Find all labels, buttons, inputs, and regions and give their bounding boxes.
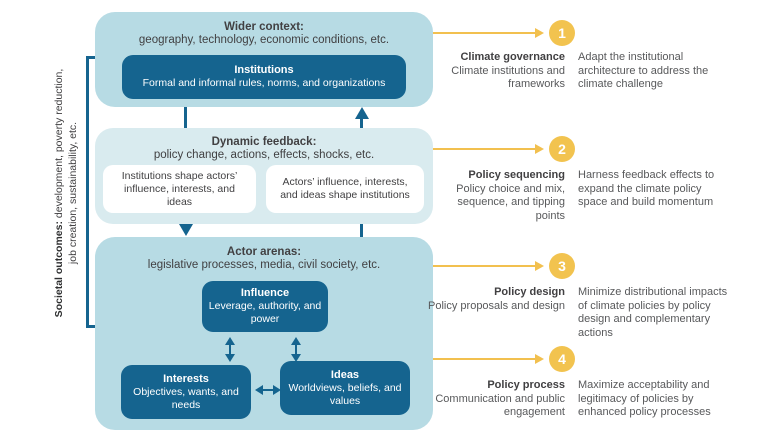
legend-title-3-heading: Policy design: [494, 286, 565, 298]
societal-outcomes-bold: Societal outcomes:: [53, 221, 65, 318]
societal-outcomes-label: Societal outcomes: development, poverty …: [52, 43, 80, 343]
wider-context-subtitle: geography, technology, economic conditio…: [138, 34, 390, 46]
influence-ideas-arrow-shaft: [295, 343, 297, 355]
legend-title-3-subtitle: Policy proposals and design: [428, 299, 565, 312]
dynamic-feedback-subtitle: policy change, actions, effects, shocks,…: [153, 149, 375, 161]
ideas-title: Ideas: [330, 368, 360, 381]
legend-circle-3: 3: [549, 253, 575, 279]
legend-circle-2: 2: [549, 136, 575, 162]
up-arrow-head: [355, 107, 369, 119]
legend-title-2: Policy sequencing Policy choice and mix,…: [425, 169, 565, 223]
dynamic-feedback-title: Dynamic feedback:: [211, 136, 317, 148]
legend-title-1-heading: Climate governance: [460, 51, 565, 63]
influence-title: Influence: [240, 287, 290, 299]
legend-description-1: Adapt the institutional architecture to …: [578, 51, 709, 90]
legend-circle-4: 4: [549, 346, 575, 372]
legend-arrow-1-head: [535, 28, 544, 38]
legend-arrow-4-head: [535, 354, 544, 364]
influence-subtitle: Leverage, authority, and power: [208, 300, 322, 325]
influence-ideas-arrow-head: [291, 354, 301, 362]
legend-arrow-3: [433, 265, 535, 267]
ideas-subtitle: Worldviews, beliefs, and values: [288, 381, 402, 407]
legend-title-2-subtitle: Policy choice and mix, sequence, and tip…: [456, 182, 565, 222]
interests-ideas-arrow-head: [273, 385, 281, 395]
institutions-subtitle: Formal and informal rules, norms, and or…: [142, 77, 386, 89]
legend-arrow-3-head: [535, 261, 544, 271]
interests-subtitle: Objectives, wants, and needs: [133, 385, 239, 411]
legend-title-4-subtitle: Communication and public engagement: [435, 392, 565, 419]
influence-interests-arrow-shaft: [229, 343, 231, 355]
legend-arrow-2-head: [535, 144, 544, 154]
legend-arrow-1: [433, 32, 535, 34]
legend-circle-1: 1: [549, 20, 575, 46]
influence-box: Influence Leverage, authority, and power: [202, 281, 328, 332]
legend-description-2: Harness feedback effects to expand the c…: [578, 169, 715, 208]
wider-context-title: Wider context:: [224, 21, 304, 33]
interests-ideas-arrow-icon: [255, 385, 263, 395]
actor-arenas-box: Actor arenas: legislative processes, med…: [95, 237, 433, 430]
legend-arrow-4: [433, 358, 535, 360]
societal-outcomes-line2: job creation, sustainability, etc.: [67, 121, 79, 265]
legend-description-4: Maximize acceptability and legitimacy of…: [578, 379, 711, 418]
interests-box: Interests Objectives, wants, and needs: [121, 365, 251, 419]
legend-title-4-heading: Policy process: [487, 379, 565, 391]
legend-title-4: Policy process Communication and public …: [425, 379, 565, 420]
actors-shape-institutions-box: Actors’ influence, interests, and ideas …: [266, 165, 424, 213]
actor-arenas-subtitle: legislative processes, media, civil soci…: [147, 259, 381, 271]
wider-context-box: Wider context: geography, technology, ec…: [95, 12, 433, 107]
institutions-title: Institutions: [234, 64, 294, 76]
legend-title-1: Climate governance Climate institutions …: [425, 51, 565, 92]
legend-arrow-2: [433, 148, 535, 150]
legend-title-3: Policy design Policy proposals and desig…: [425, 286, 565, 313]
institutions-box: Institutions Formal and informal rules, …: [122, 55, 406, 99]
interests-title: Interests: [163, 372, 209, 385]
legend-title-2-heading: Policy sequencing: [468, 169, 565, 181]
interests-ideas-arrow-shaft: [262, 389, 274, 391]
institutions-shape-actors-box: Institutions shape actors’ influence, in…: [103, 165, 256, 213]
actor-arenas-title: Actor arenas:: [226, 246, 302, 258]
legend-description-3: Minimize distributional impacts of clima…: [578, 286, 728, 339]
legend-title-1-subtitle: Climate institutions and frameworks: [451, 64, 565, 91]
influence-interests-arrow-head: [225, 354, 235, 362]
ideas-box: Ideas Worldviews, beliefs, and values: [280, 361, 410, 415]
influence-interests-arrow-icon: [225, 337, 235, 345]
influence-ideas-arrow-icon: [291, 337, 301, 345]
dynamic-feedback-box: Dynamic feedback: policy change, actions…: [95, 128, 433, 224]
down-arrow-head: [179, 224, 193, 236]
societal-outcomes-line1: development, poverty reduction,: [53, 68, 65, 222]
